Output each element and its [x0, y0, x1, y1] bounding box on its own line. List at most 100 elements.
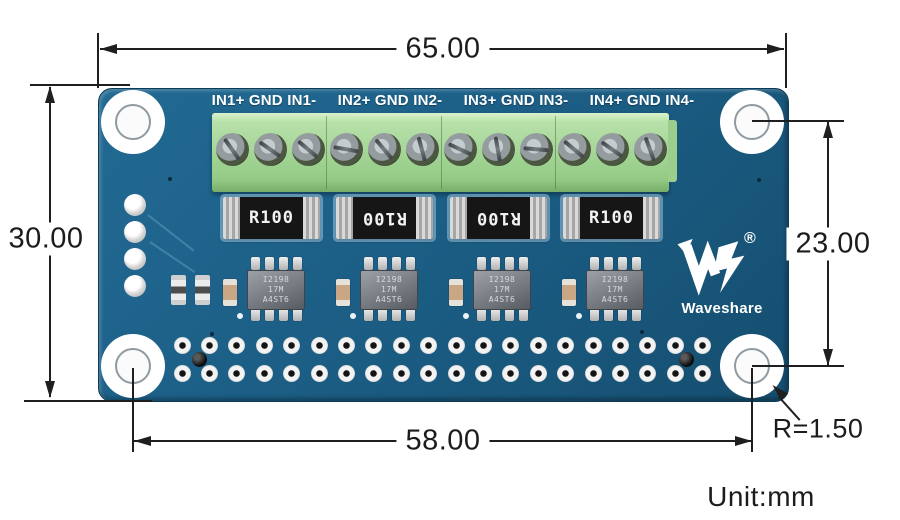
resistor-label: R100: [589, 208, 634, 228]
screw-slot: [644, 136, 656, 162]
chip-pin: [293, 257, 302, 270]
arrow-down-icon: [823, 349, 833, 366]
via-dot: [640, 330, 644, 334]
dim-label-hole-horizontal: 58.00: [396, 424, 490, 458]
header-pad: [255, 364, 273, 382]
arrow-right-icon: [735, 436, 752, 446]
header-pad: [447, 336, 465, 354]
terminal-block-seam: [440, 116, 442, 189]
chip-pin: [406, 308, 415, 321]
chip-pin: [519, 257, 528, 270]
terminal-block: [212, 113, 669, 192]
breakout-pad: [124, 221, 146, 243]
smd-capacitor: [562, 279, 576, 306]
terminal-block-face: [212, 113, 669, 122]
chip-pin: [251, 257, 260, 270]
chip-pin: [604, 308, 613, 321]
screw-slot: [297, 139, 319, 159]
header-pad: [200, 364, 218, 382]
standoff-screw: [678, 351, 694, 367]
chip-pin: [265, 308, 274, 321]
ext-line-top-right: [785, 33, 787, 88]
header-pad: [365, 336, 383, 354]
chip-pin: [378, 257, 387, 270]
silkscreen-dot: [576, 313, 582, 319]
registered-trademark-symbol: ®: [744, 230, 756, 247]
header-pad: [502, 336, 520, 354]
header-pad: [639, 364, 657, 382]
chip-pin: [293, 308, 302, 321]
chip-pin: [632, 257, 641, 270]
terminal-screw: [595, 132, 629, 166]
silkscreen-dot: [463, 313, 469, 319]
silkscreen-dot: [350, 313, 356, 319]
chip-pin: [618, 257, 627, 270]
terminal-channel-label: IN1+ GND IN1-: [211, 92, 317, 109]
chip-pin: [618, 308, 627, 321]
header-pad: [611, 364, 629, 382]
logo-text: Waveshare: [681, 300, 763, 317]
screw-slot: [600, 140, 624, 158]
arrow-right-icon: [767, 44, 784, 54]
ext-line-left-bottom: [24, 400, 152, 402]
shunt-resistor: R100: [450, 197, 547, 239]
screw-slot: [374, 138, 394, 160]
header-pad: [255, 336, 273, 354]
ext-line-left-top: [30, 84, 130, 86]
terminal-block-face: [212, 181, 669, 192]
mounting-hole-bore: [115, 104, 151, 140]
dim-label-width: 65.00: [396, 32, 490, 66]
chip-pin: [491, 308, 500, 321]
header-pad: [420, 364, 438, 382]
smd-capacitor: [336, 279, 350, 306]
chip-pin: [632, 308, 641, 321]
header-pad: [611, 336, 629, 354]
ext-line-top-left: [97, 33, 99, 88]
terminal-channel-label: IN3+ GND IN3-: [463, 92, 569, 109]
screw-slot: [417, 136, 427, 162]
header-pad: [447, 364, 465, 382]
terminal-screw: [481, 132, 515, 166]
terminal-screw: [519, 132, 553, 166]
chip-marking-line: 17M: [268, 285, 284, 294]
header-pad: [502, 364, 520, 382]
chip-pin: [519, 308, 528, 321]
header-pad: [392, 364, 410, 382]
chip-marking-line: A4ST6: [262, 295, 290, 304]
chip-pin: [604, 257, 613, 270]
screw-slot: [258, 140, 282, 158]
smd-capacitor: [223, 279, 237, 306]
standoff-screw: [191, 351, 207, 367]
header-pad: [173, 364, 191, 382]
terminal-screw: [405, 132, 439, 166]
screw-slot: [447, 142, 473, 156]
unit-label: Unit:mm: [707, 481, 815, 512]
shunt-resistor: R100: [336, 197, 433, 239]
terminal-screw: [443, 132, 477, 166]
resistor-label: R100: [249, 208, 294, 228]
chip-pin: [477, 257, 486, 270]
leader-line-right-bottom: [752, 365, 844, 367]
resistor-label: R100: [476, 208, 521, 228]
chip-pin: [491, 257, 500, 270]
header-pad: [474, 336, 492, 354]
smd-component: [171, 275, 186, 305]
chip-marking-line: 17M: [381, 285, 397, 294]
header-pad: [474, 364, 492, 382]
chip-pin: [406, 257, 415, 270]
arrow-up-icon: [823, 121, 833, 138]
shunt-resistor: R100: [223, 197, 320, 239]
chip-pin: [590, 308, 599, 321]
header-pad: [584, 364, 602, 382]
chip-marking-line: I2198: [601, 275, 629, 284]
header-pad: [420, 336, 438, 354]
arrow-left-icon: [134, 436, 151, 446]
chip-marking-line: 17M: [494, 285, 510, 294]
dim-label-hole-vertical: 23.00: [786, 227, 880, 261]
header-pad: [392, 336, 410, 354]
chip-pin: [477, 308, 486, 321]
terminal-screw: [557, 132, 591, 166]
